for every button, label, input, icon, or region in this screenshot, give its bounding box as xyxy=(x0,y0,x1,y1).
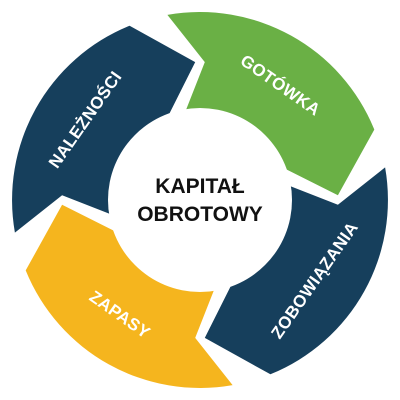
segment-gotowka xyxy=(167,12,375,196)
center-circle xyxy=(108,108,292,292)
center-label: KAPITAŁ OBROTOWY xyxy=(137,175,263,226)
segment-zapasy xyxy=(25,204,233,388)
segment-naleznosci xyxy=(12,25,196,233)
center-label-line-2: OBROTOWY xyxy=(137,203,263,226)
center-label-line-1: KAPITAŁ xyxy=(155,175,245,198)
segment-zobowiazania xyxy=(204,167,388,375)
